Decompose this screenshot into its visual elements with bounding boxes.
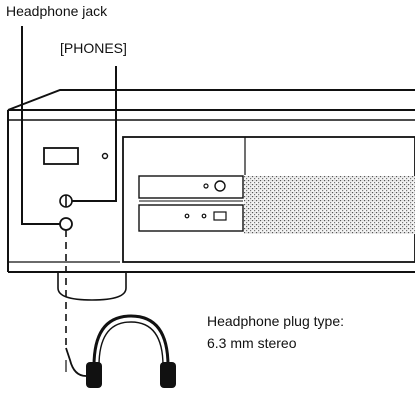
plug-type-label: Headphone plug type:: [207, 313, 344, 329]
leader-line-jack: [21, 26, 60, 225]
deck-button-dot-3: [201, 213, 207, 219]
headphone-jack-socket: [59, 217, 73, 231]
deck-drawer-lower: [138, 204, 244, 232]
headphone-jack-label: Headphone jack: [6, 3, 108, 19]
headphones-icon: [65, 314, 176, 388]
deck-drawer-upper: [138, 175, 244, 199]
deck-button-dot-2: [184, 213, 190, 219]
display-window: [43, 147, 79, 165]
deck-button-knob: [214, 180, 226, 192]
leader-line-phones: [72, 66, 117, 202]
indicator-dot: [101, 152, 109, 160]
cabinet-foot: [57, 272, 127, 301]
deck-button-dot: [203, 183, 209, 189]
deck-button-rect: [213, 211, 227, 221]
cabinet-top: [7, 89, 415, 111]
phones-label: [PHONES]: [60, 40, 127, 56]
plug-spec-label: 6.3 mm stereo: [207, 335, 297, 351]
speaker-grille: [244, 176, 415, 234]
